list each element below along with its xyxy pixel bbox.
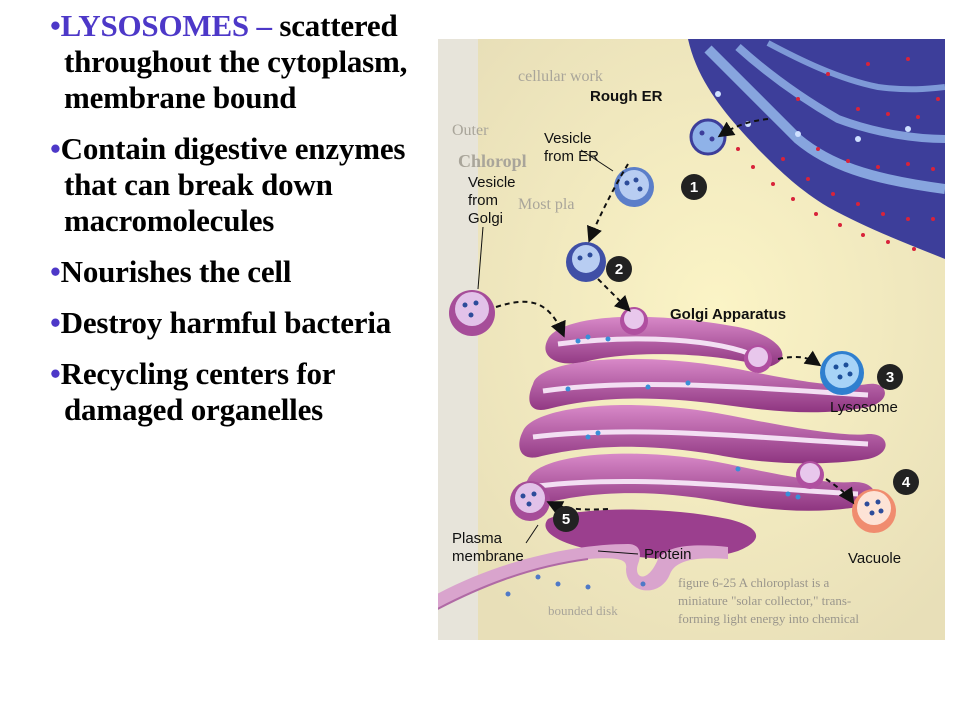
bg-text: cellular work <box>518 68 603 85</box>
label-plasma-membrane: membrane <box>452 548 524 565</box>
bg-text: miniature "solar collector," trans- <box>678 593 851 608</box>
svg-text:3: 3 <box>886 369 894 386</box>
svg-text:1: 1 <box>690 179 698 196</box>
step-5-marker: 5 <box>553 506 579 532</box>
bg-text: Chloropl <box>458 151 527 171</box>
er-vesicle-budding <box>689 118 727 156</box>
vesicle-step-1 <box>614 167 654 207</box>
pathway-arrows <box>495 118 855 516</box>
label-plasma-membrane: Plasma <box>452 530 503 547</box>
plasma-membrane <box>438 544 728 610</box>
bullet-text: Contain digestive enzymes that can break… <box>60 131 406 238</box>
bullet-destroy-bacteria: •Destroy harmful bacteria <box>50 305 392 340</box>
label-vesicle-from-er: Vesicle <box>544 130 592 147</box>
label-vesicle-from-er: from ER <box>544 148 599 165</box>
svg-text:4: 4 <box>902 474 911 491</box>
ribosome-dots <box>736 57 940 251</box>
bg-text: Most pla <box>518 196 574 213</box>
page-margin <box>438 39 478 640</box>
bullet-text: Nourishes the cell <box>60 254 292 289</box>
bg-text: forming light energy into chemical <box>678 611 859 626</box>
label-vesicle-from-golgi: from <box>468 192 498 209</box>
vesicle-step-2 <box>566 242 606 282</box>
bullet-list: •LYSOSOMES – scattered throughout the cy… <box>50 8 422 443</box>
step-2-marker: 2 <box>606 256 632 282</box>
vesicle-from-golgi <box>449 290 495 336</box>
step-4-marker: 4 <box>893 469 919 495</box>
bg-text: Outer <box>452 122 489 139</box>
vesicle-step-5 <box>510 481 550 521</box>
label-protein: Protein <box>644 546 692 563</box>
bullet-text: scattered throughout the cytoplasm, memb… <box>64 8 408 115</box>
bullet-text: Recycling centers for damaged organelles <box>60 356 335 427</box>
label-vacuole: Vacuole <box>848 550 901 567</box>
vacuole <box>852 489 896 533</box>
bg-text: bounded disk <box>548 603 618 618</box>
rough-er <box>688 39 945 259</box>
step-3-marker: 3 <box>877 364 903 390</box>
label-vesicle-from-golgi: Golgi <box>468 210 503 227</box>
label-golgi-apparatus: Golgi Apparatus <box>670 306 786 323</box>
bullet-text: Destroy harmful bacteria <box>60 305 392 340</box>
bg-text: figure 6-25 A chloroplast is a <box>678 575 830 590</box>
step-markers: 1 2 3 4 5 <box>553 174 919 532</box>
label-vesicle-from-golgi: Vesicle <box>468 174 516 191</box>
lysosome-pathway-figure: cellular work Outer Chloropl Most pla fi… <box>438 39 945 640</box>
leader-lines <box>477 149 639 555</box>
lysosome <box>820 351 864 395</box>
bullet-digestive-enzymes: •Contain digestive enzymes that can brea… <box>50 131 406 238</box>
svg-text:2: 2 <box>615 261 623 278</box>
label-lysosome: Lysosome <box>830 399 898 416</box>
bullet-nourishes: •Nourishes the cell <box>50 254 292 289</box>
step-1-marker: 1 <box>681 174 707 200</box>
bullet-recycling: •Recycling centers for damaged organelle… <box>50 356 335 427</box>
bullet-lysosomes: •LYSOSOMES – scattered throughout the cy… <box>50 8 408 115</box>
svg-text:5: 5 <box>562 511 570 528</box>
label-rough-er: Rough ER <box>590 88 663 105</box>
bullet-head: LYSOSOMES – <box>60 8 272 43</box>
